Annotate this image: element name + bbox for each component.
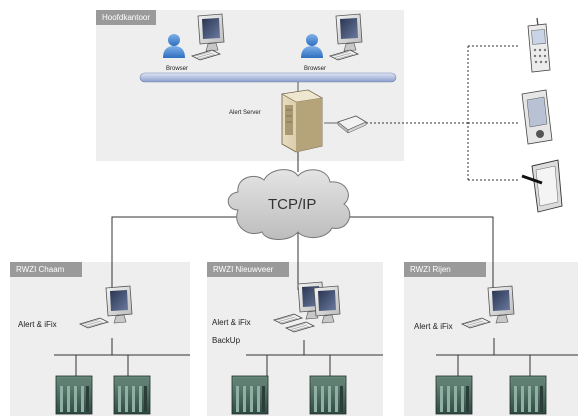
site-chaam-workstation-icon — [79, 285, 133, 329]
site-nieuwveer-workstation-icon — [273, 281, 341, 333]
site-label-chaam: RWZI Chaam — [10, 262, 82, 277]
wireless-links — [366, 45, 520, 181]
tcp-ip-cloud-icon — [227, 169, 351, 240]
wan-links — [111, 216, 494, 290]
site-rijen-workstation-icon — [461, 285, 515, 329]
mobile-phone-icon — [527, 17, 551, 73]
browser-user-1-icon — [163, 13, 225, 61]
site-panel-chaam — [10, 262, 190, 416]
site-label-nieuwveer: RWZI Nieuwveer — [207, 262, 289, 277]
modem-icon — [337, 115, 367, 134]
site-rijen-system-label: Alert & iFix — [414, 322, 453, 331]
alert-server-label: Alert Server — [229, 110, 261, 116]
site-label-rijen: RWZI Rijen — [404, 262, 486, 277]
pda-icon — [521, 89, 553, 145]
browser-label-1: Browser — [166, 66, 189, 72]
site-rijen-plc-icon — [435, 375, 547, 415]
site-nieuwveer-backup-label: BackUp — [212, 336, 241, 345]
site-nieuwveer-plc-icon — [231, 375, 347, 415]
tcp-ip-label: TCP/IP — [268, 196, 317, 213]
browser-label-2: Browser — [304, 66, 327, 72]
site-nieuwveer-system-label: Alert & iFix — [212, 318, 251, 327]
browser-user-2-icon — [301, 13, 363, 61]
tablet-icon — [521, 159, 563, 213]
lan-bus — [139, 72, 397, 83]
alert-server-icon — [281, 89, 323, 153]
site-chaam-system-label: Alert & iFix — [18, 320, 57, 329]
site-chaam-plc-icon — [55, 375, 151, 415]
headquarters-label: Hoofdkantoor — [96, 10, 157, 25]
